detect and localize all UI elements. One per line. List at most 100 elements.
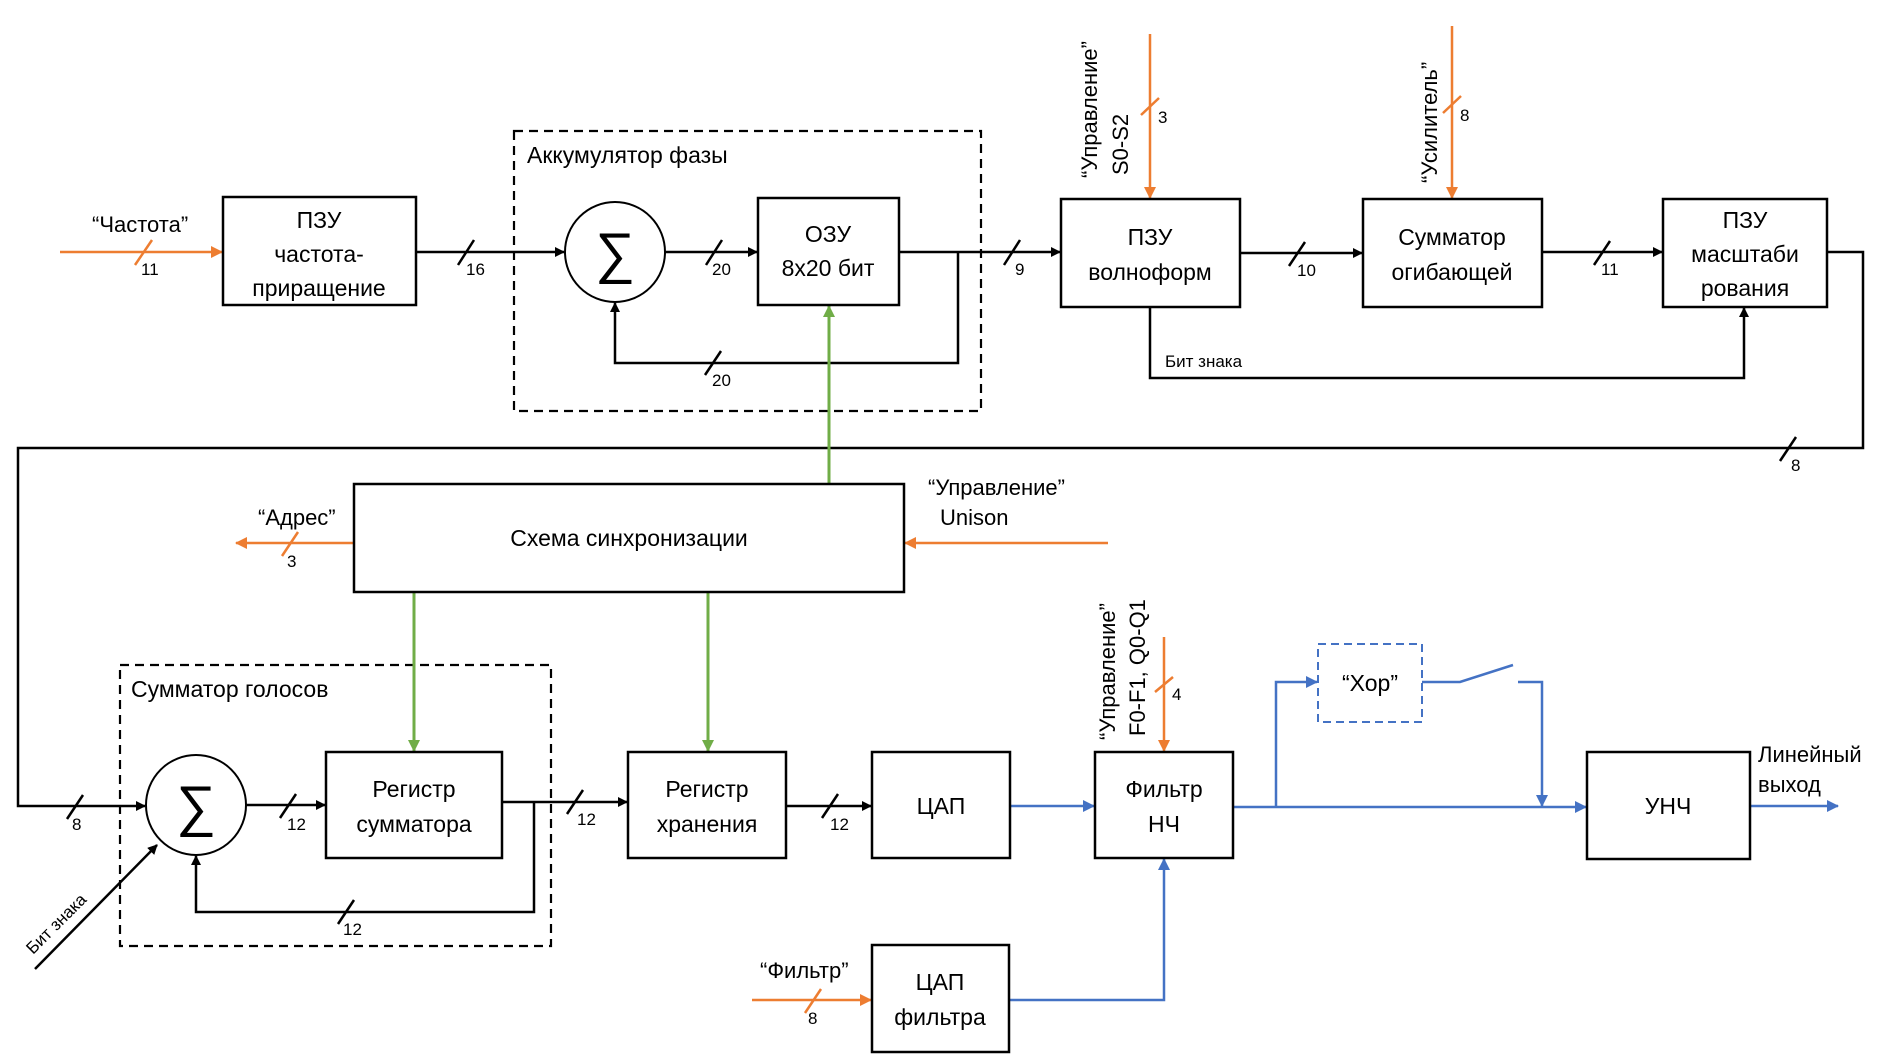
svg-text:сумматора: сумматора [356,811,472,837]
bus-width-label: 9 [1015,260,1024,279]
bus-width-label: 20 [712,371,731,390]
bus-slash [280,531,300,557]
svg-text:Схема синхронизации: Схема синхронизации [510,525,748,551]
unison-label-2: Unison [940,505,1008,530]
bus-width-label: 16 [466,260,485,279]
amp-block: УНЧ [1585,750,1752,861]
ctrl-s-label-2: S0-S2 [1108,114,1133,175]
bus-width-label: 12 [830,815,849,834]
bus-width-label: 11 [1601,260,1619,279]
bus-width-label: 8 [72,815,81,834]
svg-text:частота-: частота- [274,241,364,267]
filter-signal-label: “Фильтр” [760,958,849,983]
chorus-switch[interactable] [1422,663,1514,684]
reg-store-block: Регистр хранения [626,750,788,860]
bus-slash [1287,241,1307,267]
dac-block: ЦАП [870,750,1012,860]
bus-slash [1002,239,1022,266]
bus-width-label: 12 [343,920,362,939]
bus-width-label: 4 [1172,685,1181,704]
svg-text:ПЗУ: ПЗУ [297,207,342,233]
svg-text:ПЗУ: ПЗУ [1723,207,1768,233]
bus-width-label: 8 [1791,456,1800,475]
svg-text:масштаби: масштаби [1691,241,1799,267]
svg-text:рования: рования [1701,275,1789,301]
bus-width-label: 20 [712,260,731,279]
chorus-return-wire [1518,680,1548,807]
svg-text:приращение: приращение [252,275,385,301]
svg-text:УНЧ: УНЧ [1645,793,1692,819]
svg-text:волноформ: волноформ [1088,259,1211,285]
bus-width-label: 3 [1158,108,1167,127]
voice-adder-sigma: ∑ [145,754,247,856]
reg-sum-block: Регистр сумматора [324,750,504,860]
bus-width-label: 12 [577,810,596,829]
bus-width-label: 11 [141,260,159,279]
bus-slash [456,239,476,266]
sync-block: Схема синхронизации [352,482,906,594]
ctrl-f-label-2: F0-F1, Q0-Q1 [1125,599,1150,736]
rom-wave-block: ПЗУ волноформ [1059,197,1242,309]
feedback-wire [610,252,960,365]
bus-slash [133,239,154,266]
sigma-icon: ∑ [176,774,216,837]
bus-slash [1154,676,1174,693]
envelope-adder-block: Сумматор огибающей [1361,197,1544,309]
svg-text:Фильтр: Фильтр [1125,776,1202,802]
voice-summer-label: Сумматор голосов [131,676,328,702]
bus-slash [565,789,585,815]
bus-slash [1778,436,1798,462]
rom-scale-block: ПЗУ масштаби рования [1661,197,1829,309]
lpf-block: Фильтр НЧ [1093,750,1235,860]
svg-text:Сумматор: Сумматор [1398,224,1506,250]
ctrl-f-label: “Управление” [1095,603,1120,740]
bus-slash [278,793,298,819]
svg-text:8х20 бит: 8х20 бит [782,255,875,281]
svg-text:ЦАП: ЦАП [917,793,966,819]
bus-width-label: 8 [808,1009,817,1028]
scale-return-wire [16,250,1865,811]
bus-slash [703,350,723,376]
feedback-wire-2 [191,802,536,914]
chorus-send-wire [1274,676,1318,807]
bus-slash [336,899,356,925]
phase-adder-sigma: ∑ [564,201,666,303]
filter-dac-wire [1009,858,1170,1002]
svg-text:ПЗУ: ПЗУ [1128,224,1173,250]
bus-slash [820,793,840,819]
phase-accumulator-label: Аккумулятор фазы [527,142,728,168]
svg-text:ЦАП: ЦАП [916,969,965,995]
line-out-label-2: выход [1758,772,1821,797]
gain-label: “Усилитель” [1417,62,1442,183]
unison-label: “Управление” [928,475,1065,500]
bus-slash [1592,240,1612,266]
svg-text:фильтра: фильтра [894,1004,986,1030]
bus-width-label: 10 [1297,261,1316,280]
chorus-label: “Хор” [1342,670,1398,696]
bus-slash [803,988,823,1014]
svg-text:Регистр: Регистр [665,776,748,802]
sign-bit-wire [1148,307,1749,380]
freq-signal-label: “Частота” [92,212,188,237]
svg-text:ОЗУ: ОЗУ [805,221,852,247]
svg-text:хранения: хранения [657,811,758,837]
bus-slash [704,239,724,266]
bus-width-label: 3 [287,552,296,571]
svg-text:НЧ: НЧ [1148,811,1180,837]
phase-accumulator-group [512,129,983,413]
address-label: “Адрес” [258,505,336,530]
sigma-icon: ∑ [595,221,635,284]
filter-dac-block: ЦАП фильтра [870,943,1011,1054]
ram-block: ОЗУ 8х20 бит [756,196,901,307]
bus-slash [1140,97,1160,116]
chorus-block [1317,643,1423,723]
ctrl-s-label: “Управление” [1077,41,1102,178]
bus-width-label: 12 [287,815,306,834]
sign-bit-label: Бит знака [1165,352,1243,371]
bus-slash [1442,95,1462,114]
svg-text:Регистр: Регистр [372,776,455,802]
sign-bit-input [34,844,158,970]
svg-text:огибающей: огибающей [1391,259,1512,285]
bus-width-label: 8 [1460,106,1469,125]
